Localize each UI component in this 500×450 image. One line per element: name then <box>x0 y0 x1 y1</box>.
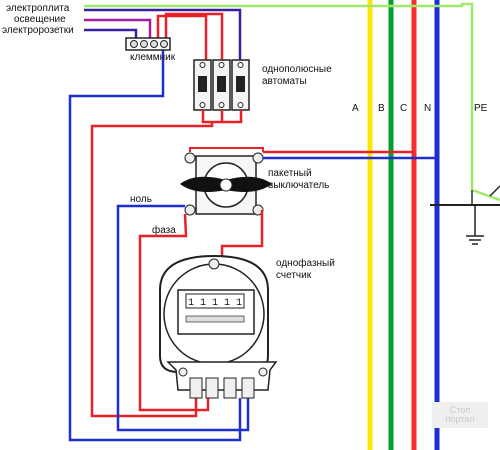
label-switch-line2: выключатель <box>268 180 330 191</box>
phase-to-meter <box>138 213 210 412</box>
meter-terminal-block <box>166 361 278 399</box>
label-phase: фаза <box>152 225 176 236</box>
label-meter-line1: однофазный <box>276 258 335 269</box>
bus-label-n: N <box>424 103 432 114</box>
pe-wire <box>84 2 500 202</box>
watermark-line2: портал <box>445 414 475 424</box>
switch-screw-bl <box>184 204 196 216</box>
packet-switch <box>180 152 272 216</box>
label-lighting: освещение <box>14 14 66 25</box>
lighting-wire <box>84 18 152 40</box>
breaker-2 <box>212 59 231 111</box>
label-switch-line1: пакетный <box>268 168 312 179</box>
terminal-neutral-wire <box>68 50 242 442</box>
watermark: Стоп портал <box>432 402 488 428</box>
bus-label-a: A <box>352 103 359 114</box>
label-breakers-line2: автоматы <box>262 76 307 87</box>
label-breakers-line1: однополюсные <box>262 64 332 75</box>
breaker-feed-1 <box>156 14 208 62</box>
bus-label-pe: PE <box>474 103 488 114</box>
breaker-out-wire <box>90 122 214 418</box>
stove-wire <box>84 8 242 62</box>
label-terminal-block: клеммник <box>130 52 176 63</box>
neutral-to-meter <box>116 204 250 432</box>
electricity-meter: 1 1 1 1 1 <box>159 254 269 373</box>
switch-to-meter <box>220 210 264 258</box>
meter-reading: 1 1 1 1 1 <box>188 298 242 309</box>
breaker-feed-2 <box>164 12 224 62</box>
ground-icon <box>466 235 484 245</box>
breaker-3 <box>231 59 250 111</box>
breaker-1 <box>193 59 212 111</box>
switch-top-left <box>189 147 264 152</box>
bus-label-c: C <box>400 103 408 114</box>
bus-label-b: B <box>378 103 385 114</box>
label-neutral: ноль <box>130 194 152 205</box>
breaker-bridge <box>201 110 243 124</box>
terminal-block <box>125 37 171 51</box>
sockets-wire <box>84 28 138 40</box>
switch-screw-tl <box>184 152 196 164</box>
label-stove: электроплита <box>6 3 70 14</box>
label-meter-line2: счетчик <box>276 270 312 281</box>
switch-screw-tr <box>252 152 264 164</box>
ground-diagonal <box>489 185 500 197</box>
watermark-line1: Стоп <box>449 405 471 415</box>
breakers-group <box>193 59 250 111</box>
label-sockets: электророзетки <box>2 25 74 36</box>
meter-counter-window <box>185 293 245 309</box>
